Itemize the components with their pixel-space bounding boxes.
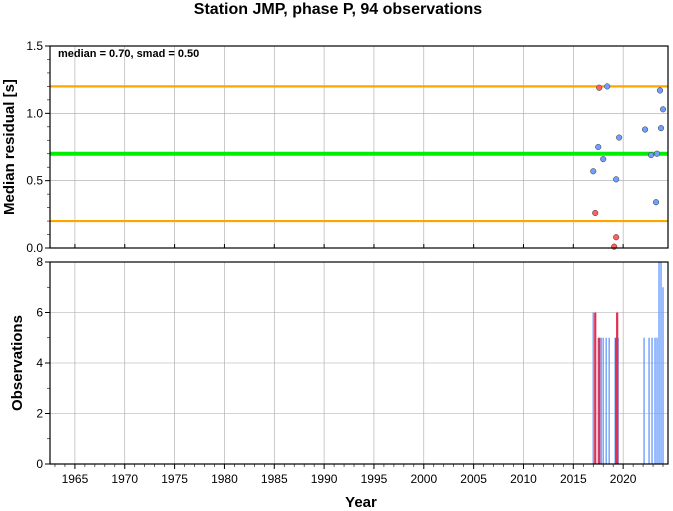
observations-panel: 0 2 4 6 8 1965 1970 1975 1980 1985 1990 1995 2000 20… — [9, 255, 669, 511]
observation-bar — [608, 337, 610, 464]
y-tick-label: 6 — [36, 306, 43, 320]
observations-y-label: Observations — [9, 315, 26, 411]
observation-bar — [654, 337, 656, 464]
residual-points — [590, 83, 667, 250]
observation-bar — [592, 312, 594, 464]
observation-bar — [648, 337, 650, 464]
observation-bar — [660, 262, 662, 464]
observation-bar — [602, 337, 604, 464]
observation-bar — [605, 337, 607, 464]
residual-point — [595, 143, 602, 151]
x-tick-label: 1970 — [111, 472, 138, 486]
chart-title: Station JMP, phase P, 94 observations — [194, 1, 483, 18]
observation-bar — [658, 262, 660, 464]
y-tick-label: 0 — [36, 457, 43, 471]
y-tick-label: 4 — [36, 356, 43, 370]
y-tick-label: 0.0 — [26, 241, 43, 255]
stats-annotation: median = 0.70, smad = 0.50 — [58, 48, 199, 60]
observation-bar — [651, 337, 653, 464]
y-tick-label: 0.5 — [26, 174, 43, 188]
observations-x-ticks: 1965 1970 1975 1980 1985 1990 1995 2000 2005 2010… — [54, 464, 664, 486]
reference-lines — [50, 85, 668, 223]
residual-point — [596, 84, 603, 91]
residual-point — [653, 150, 661, 157]
residual-point — [652, 199, 660, 206]
x-tick-label: 2000 — [410, 472, 437, 486]
residual-grid — [50, 45, 668, 249]
residual-point — [590, 168, 597, 175]
observation-bar — [600, 337, 602, 464]
residual-point — [648, 152, 655, 159]
observations-y-ticks: 0 2 4 6 8 — [36, 255, 50, 471]
x-tick-label: 2010 — [510, 472, 537, 486]
residual-frame — [49, 45, 669, 249]
residual-point — [642, 126, 649, 133]
residual-point — [592, 209, 599, 217]
observation-bar — [594, 312, 597, 464]
residual-point — [656, 87, 664, 94]
x-tick-label: 1975 — [161, 472, 188, 486]
observation-bar — [662, 287, 664, 464]
residual-point — [604, 83, 611, 90]
observation-bar — [643, 337, 645, 464]
residual-point — [611, 243, 618, 250]
residual-point — [613, 234, 620, 241]
y-tick-label: 2 — [36, 407, 43, 421]
residual-point — [616, 134, 623, 141]
x-tick-label: 2020 — [610, 472, 637, 486]
x-tick-label: 1995 — [361, 472, 388, 486]
residual-y-label: Median residual [s] — [1, 79, 18, 215]
x-tick-label: 1990 — [311, 472, 338, 486]
residual-point — [659, 106, 667, 113]
x-tick-label: 2015 — [560, 472, 587, 486]
residual-point — [613, 176, 620, 183]
x-tick-label: 1985 — [261, 472, 288, 486]
residual-point — [600, 156, 607, 163]
observations-grid — [50, 261, 668, 465]
y-tick-label: 1.5 — [26, 39, 43, 53]
observation-bar — [616, 312, 619, 464]
observation-bar — [656, 337, 658, 464]
observation-bars — [592, 262, 664, 464]
x-tick-label: 2005 — [460, 472, 487, 486]
residual-panel: 0.00.51.01.5 median = 0.70, smad = 0.50 … — [1, 39, 669, 255]
residual-point — [657, 125, 665, 132]
observation-bar — [598, 337, 601, 464]
x-axis-label: Year — [345, 494, 377, 511]
residual-y-ticks: 0.0 0.5 1.0 1.5 — [26, 39, 624, 255]
y-tick-label: 8 — [36, 255, 43, 269]
x-tick-label: 1965 — [62, 472, 89, 486]
x-tick-label: 1980 — [211, 472, 238, 486]
y-tick-label: 1.0 — [26, 106, 43, 120]
